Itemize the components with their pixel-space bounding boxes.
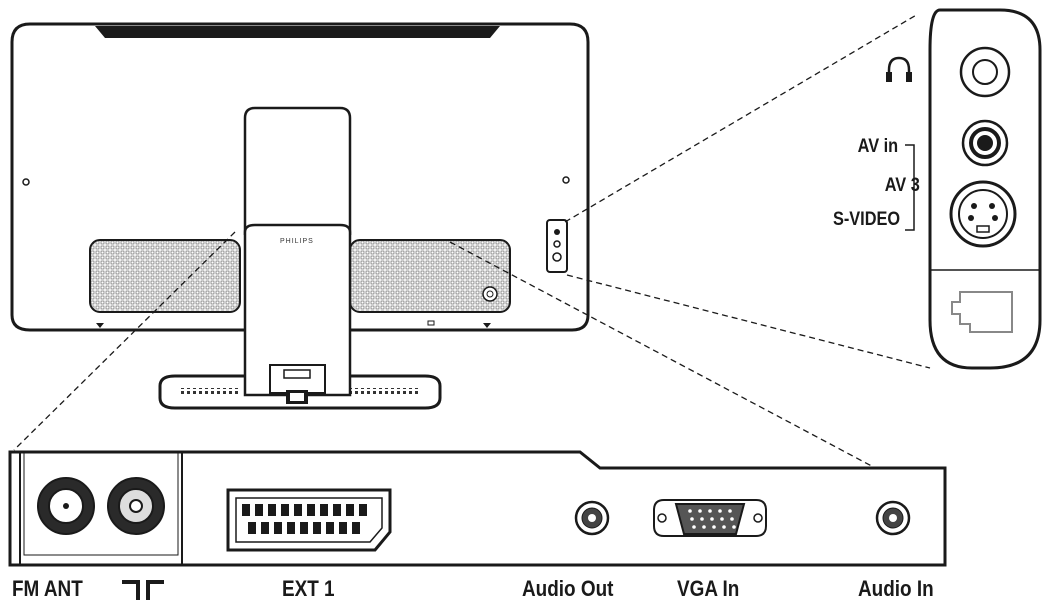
tv-top-bezel [95, 26, 500, 38]
vga-in-connector [653, 499, 767, 537]
stand-neck [243, 106, 352, 235]
vga-pin [728, 509, 732, 513]
label-av3: AV 3 [884, 175, 920, 196]
scart-pin [339, 522, 347, 534]
audio-in-jack [875, 500, 911, 536]
vga-pin [712, 525, 716, 529]
scart-pin [268, 504, 276, 516]
scart-pin [248, 522, 256, 534]
scart-pin [352, 522, 360, 534]
scart-pin [274, 522, 282, 534]
vga-pin [700, 517, 704, 521]
label-audio-in: Audio In [858, 576, 934, 601]
ext1-scart-connector [226, 488, 392, 552]
label-fm-ant: FM ANT [12, 576, 83, 601]
scart-pin [333, 504, 341, 516]
av3-bracket [905, 144, 915, 231]
scart-pin [242, 504, 250, 516]
label-s-video: S-VIDEO [832, 209, 900, 230]
vga-pin [698, 509, 702, 513]
scart-pin [255, 504, 263, 516]
scart-pin [346, 504, 354, 516]
scart-pin [300, 522, 308, 534]
fm-ant-connector [37, 477, 95, 535]
audio-out-jack [574, 500, 610, 536]
vga-pin [720, 517, 724, 521]
scart-pin [313, 522, 321, 534]
tv-vent-button [482, 286, 498, 302]
stand-column [243, 223, 352, 404]
vga-pin [730, 517, 734, 521]
scart-pin [359, 504, 367, 516]
vga-pin [732, 525, 736, 529]
scart-pin [326, 522, 334, 534]
vga-pin [718, 509, 722, 513]
vga-pin [710, 517, 714, 521]
vga-pin [708, 509, 712, 513]
brand-logo-text: PHILIPS [280, 238, 314, 245]
zoom-guide-lines [13, 13, 946, 506]
scart-pin [294, 504, 302, 516]
scart-pin [281, 504, 289, 516]
vga-pin [692, 525, 696, 529]
tv-screw-left [22, 178, 30, 186]
scart-pin [287, 522, 295, 534]
vga-pin [690, 517, 694, 521]
label-vga-in: VGA In [677, 576, 740, 601]
headphones-icon [886, 56, 912, 82]
scart-pin [307, 504, 315, 516]
tv-side-connector-panel [546, 219, 568, 273]
scart-pin [261, 522, 269, 534]
label-av-in: AV in [857, 136, 898, 157]
s-video-jack [949, 180, 1017, 248]
tv-ant-connector [107, 477, 165, 535]
side-connector-zoom-panel [928, 8, 1042, 370]
vga-pin [702, 525, 706, 529]
tv-screw-right [562, 176, 570, 184]
label-ext1: EXT 1 [282, 576, 335, 601]
label-audio-out: Audio Out [522, 576, 614, 601]
service-port-outline [951, 291, 1013, 333]
vga-pin [722, 525, 726, 529]
tv-vent-left [89, 239, 241, 313]
tv-vent-right [349, 239, 511, 313]
vga-pin [688, 509, 692, 513]
antenna-symbol-icon [122, 580, 164, 600]
scart-pin [320, 504, 328, 516]
